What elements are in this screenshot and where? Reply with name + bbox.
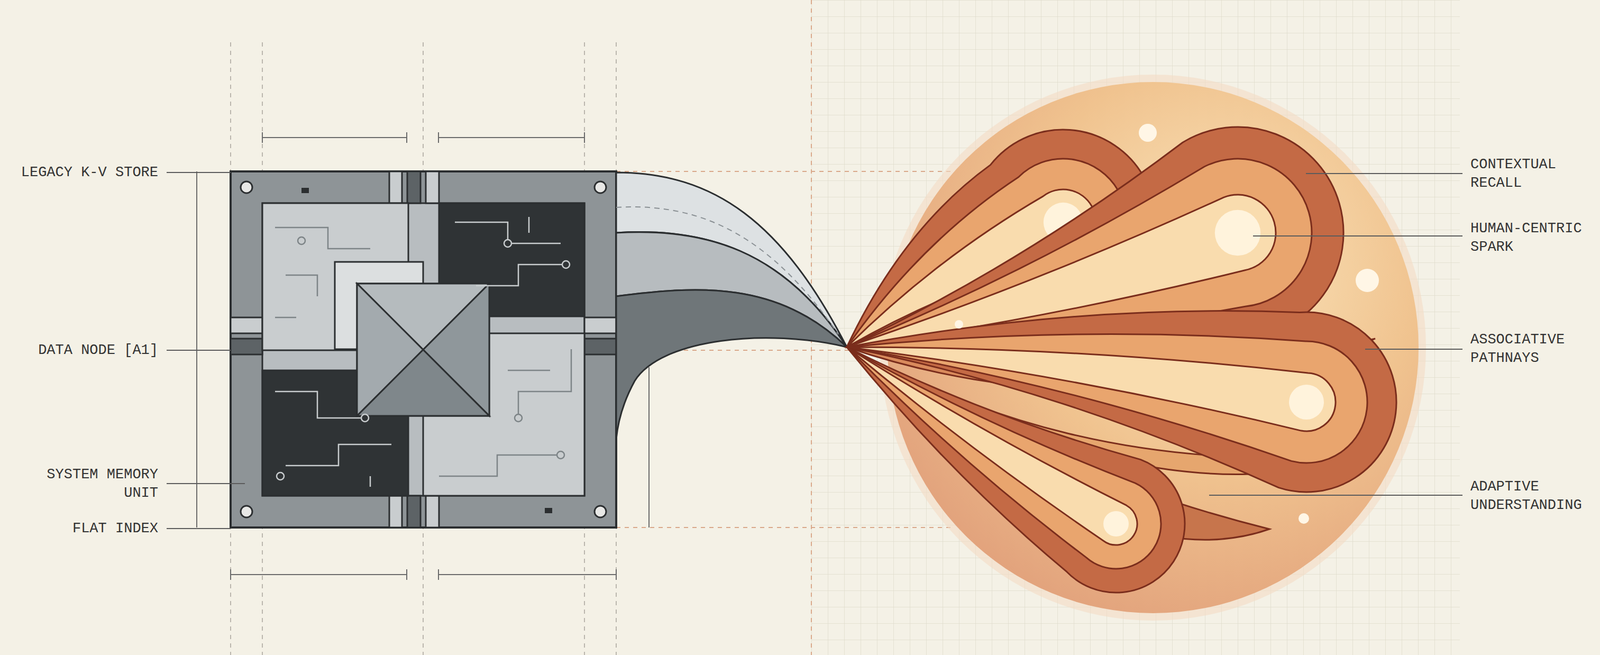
guide-line (616, 170, 953, 172)
circuit-trace (275, 391, 392, 487)
leader-line (166, 349, 231, 351)
leader-line (1209, 494, 1463, 496)
dimension-line (262, 132, 407, 143)
memory-chip (230, 171, 617, 528)
circuit-trace (275, 187, 572, 514)
leader-line (1253, 235, 1463, 237)
circuit-trace (454, 216, 566, 286)
dimension-line (438, 569, 617, 580)
leader-line (166, 527, 231, 529)
callout-label: FLAT INDEX (4, 519, 159, 538)
circuit-trace (514, 414, 523, 422)
grid-field (811, 0, 1460, 655)
dimension-line (230, 569, 407, 580)
leader-line (166, 482, 245, 484)
swirl-core (1103, 510, 1129, 537)
callout-label: DATA NODE [A1] (4, 341, 159, 360)
spark-dot (1138, 123, 1157, 142)
memory-chip (357, 283, 490, 416)
spark-dot (1298, 513, 1310, 524)
dimension-line (648, 367, 650, 528)
dimension-line (196, 132, 649, 580)
leader-line (1305, 172, 1463, 175)
swirl-core (1288, 384, 1324, 420)
leader-line (166, 172, 1463, 529)
circuit-trace (544, 507, 553, 514)
data-ribbon (616, 206, 839, 335)
data-ribbon (616, 289, 847, 440)
circuit-trace (361, 414, 369, 422)
callout-label: CONTEXTUAL RECALL (1470, 155, 1594, 193)
memory-chip (425, 171, 440, 204)
leader-line (1365, 348, 1463, 350)
spark-dot (954, 320, 964, 329)
memory-chip (425, 495, 440, 528)
memory-chip (389, 495, 402, 528)
memory-chip (230, 171, 617, 528)
memory-chip (230, 317, 263, 334)
circuit-trace (504, 239, 512, 248)
grid-field (811, 0, 1460, 655)
memory-chip (594, 181, 607, 194)
memory-chip (262, 203, 585, 496)
spark-dot (954, 123, 1379, 524)
swirl-lobe (846, 346, 1185, 593)
circuit-trace (562, 260, 570, 269)
callout-label: ADAPTIVE UNDERSTANDING (1470, 477, 1594, 515)
swirl-lobe (846, 346, 1161, 569)
callout-label: ASSOCIATIVE PATHNAYS (1470, 330, 1594, 368)
memory-chip (357, 349, 490, 416)
memory-chip (240, 181, 253, 194)
memory-chip (407, 495, 421, 528)
swirl-core (1214, 209, 1261, 256)
callout-label: SYSTEM MEMORY UNIT (36, 465, 159, 503)
memory-chip (407, 171, 421, 204)
memory-chip (230, 338, 263, 355)
callout-label: HUMAN-CENTRIC SPARK (1470, 219, 1594, 257)
circuit-trace (556, 451, 565, 459)
memory-chip (389, 171, 402, 204)
data-ribbon (616, 172, 847, 440)
memory-chip (584, 338, 617, 355)
circuit-trace (439, 349, 572, 477)
leader-line (166, 171, 231, 173)
memory-swirl (846, 126, 1397, 593)
memory-chip (594, 505, 607, 518)
dimension-line (438, 132, 585, 143)
spark-dot (1355, 268, 1379, 292)
callout-label: LEGACY K-V STORE (4, 163, 159, 182)
memory-chip (240, 505, 253, 518)
guide-line (616, 526, 953, 528)
memory-chip (584, 317, 617, 334)
dimension-line (196, 171, 198, 528)
swirl-lobe (846, 346, 1138, 545)
circuit-trace (301, 187, 309, 194)
circuit-trace (276, 472, 285, 480)
circuit-trace (275, 227, 371, 318)
circuit-trace (297, 236, 306, 245)
guide-line (230, 42, 617, 655)
